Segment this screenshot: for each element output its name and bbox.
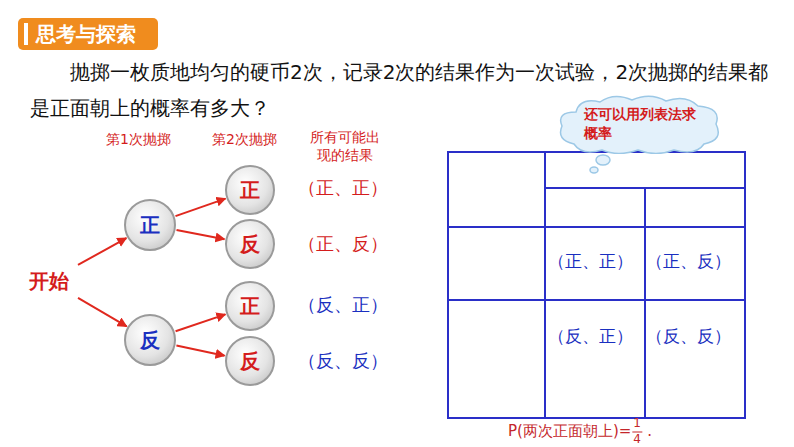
tree-arrow <box>78 238 126 265</box>
outcome-text: （反、反） <box>298 349 388 373</box>
node-label: 反 <box>240 231 260 258</box>
tree-arrow <box>175 199 225 216</box>
node-label: 反 <box>240 348 260 375</box>
cloud-tail <box>590 155 610 173</box>
node-label: 开始 <box>29 268 69 295</box>
outcome-text: （反、正） <box>298 293 388 317</box>
tree-arrow <box>176 314 226 331</box>
outcome-text: （正、正） <box>548 250 633 273</box>
header-bar <box>18 18 158 50</box>
tree-arrow <box>176 346 224 356</box>
table-grid <box>448 152 745 418</box>
coin: 反 <box>124 314 176 366</box>
callout-text: 还可以用列表法求概率 <box>584 105 696 143</box>
callout-cloud: 还可以用列表法求概率 <box>556 94 724 154</box>
header-stripe <box>24 23 28 45</box>
node-label: 正 <box>240 177 260 204</box>
node-label: 正 <box>140 212 160 239</box>
column-header: 第1次抛掷 <box>106 131 171 149</box>
coin: 反 <box>225 336 275 386</box>
column-header: 第2次抛掷 <box>212 131 277 149</box>
tree-arrow <box>177 230 225 239</box>
outcome-text: （正、反） <box>646 250 731 273</box>
node-label: 正 <box>240 293 260 320</box>
outcome-text: （正、反） <box>298 232 388 256</box>
formula-text: 4 <box>633 432 641 446</box>
tree-arrow <box>78 298 127 326</box>
header-title: 思考与探索 <box>36 21 136 47</box>
problem-text: 抛掷一枚质地均匀的硬币2次，记录2次的结果作为一次试验，2次抛掷的结果都是正面朝… <box>30 54 770 126</box>
formula-text: P(两次正面朝上)= <box>508 422 631 441</box>
node-label: 反 <box>140 327 160 354</box>
column-header: 所有可能出现的结果 <box>308 129 382 164</box>
formula-text: 1 <box>633 416 641 430</box>
cloud-outline <box>556 94 724 154</box>
coin: 反 <box>225 219 275 269</box>
coin: 正 <box>225 281 275 331</box>
outcome-text: （反、反） <box>646 325 731 348</box>
coin: 正 <box>225 165 275 215</box>
start-node: 开始 <box>22 266 76 296</box>
outcome-text: （反、正） <box>548 325 633 348</box>
coin: 正 <box>124 199 176 251</box>
formula-text: . <box>647 422 652 440</box>
outcome-text: （正、正） <box>298 176 388 200</box>
